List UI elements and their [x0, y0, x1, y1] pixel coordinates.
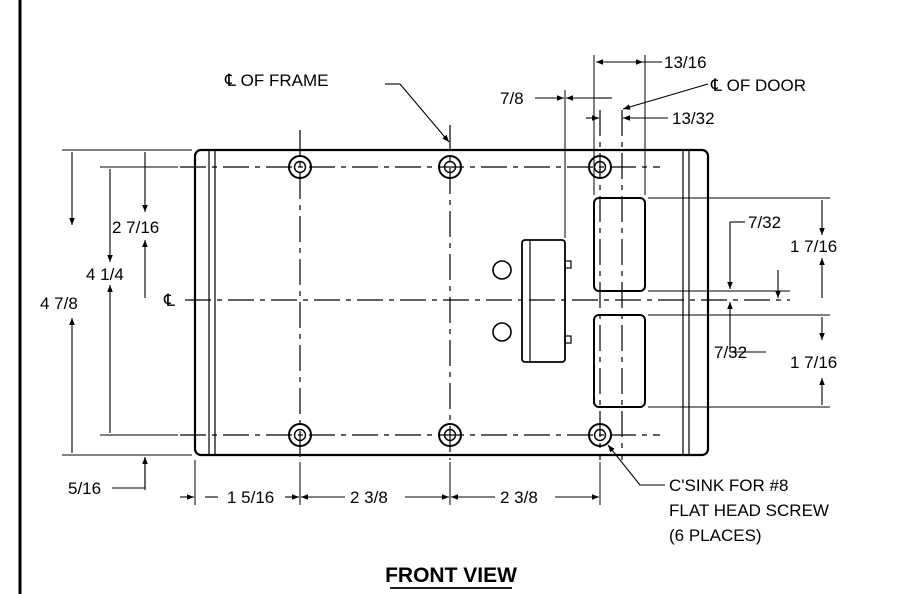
screw-holes [288, 155, 612, 447]
cl-of-door-label: ℄ OF DOOR [710, 76, 806, 95]
dim-1-5-16: 1 5/16 [227, 488, 274, 507]
center-lines [180, 110, 790, 460]
latch-block [521, 239, 572, 363]
screw-hole [288, 423, 312, 447]
round-hole [492, 322, 512, 342]
dim-2-3-8-right: 2 3/8 [500, 488, 538, 507]
dim-4-1-4: 4 1/4 [86, 265, 124, 284]
round-hole [492, 260, 512, 280]
frame-outline [193, 148, 710, 457]
csink-note-line1: C'SINK FOR #8 [669, 476, 788, 495]
dim-13-16: 13/16 [664, 53, 707, 72]
hinge-upper [593, 197, 646, 292]
view-title: FRONT VIEW [385, 564, 517, 587]
dim-1-7-16-top: 1 7/16 [790, 237, 837, 256]
dimension-lines [69, 59, 825, 500]
extension-lines [62, 55, 830, 505]
screw-hole [288, 155, 312, 179]
dim-2-3-8-left: 2 3/8 [350, 488, 388, 507]
csink-note-line3: (6 PLACES) [669, 526, 762, 545]
dim-7-32-bottom: 7/32 [714, 343, 747, 362]
dim-4-7-8: 4 7/8 [40, 294, 78, 313]
dim-7-8: 7/8 [500, 89, 524, 108]
centerline-symbol: ℄ [163, 291, 175, 310]
screw-hole [438, 155, 462, 179]
hinge-lower [593, 314, 646, 408]
screw-hole [588, 423, 612, 447]
dim-2-7-16: 2 7/16 [112, 218, 159, 237]
dim-7-32-top: 7/32 [748, 213, 781, 232]
dim-13-32: 13/32 [672, 109, 715, 128]
dim-1-7-16-bottom: 1 7/16 [790, 353, 837, 372]
cl-of-frame-label: ℄ OF FRAME [224, 71, 328, 90]
csink-note-line2: FLAT HEAD SCREW [669, 501, 829, 520]
dim-5-16: 5/16 [68, 479, 101, 498]
screw-hole [438, 423, 462, 447]
